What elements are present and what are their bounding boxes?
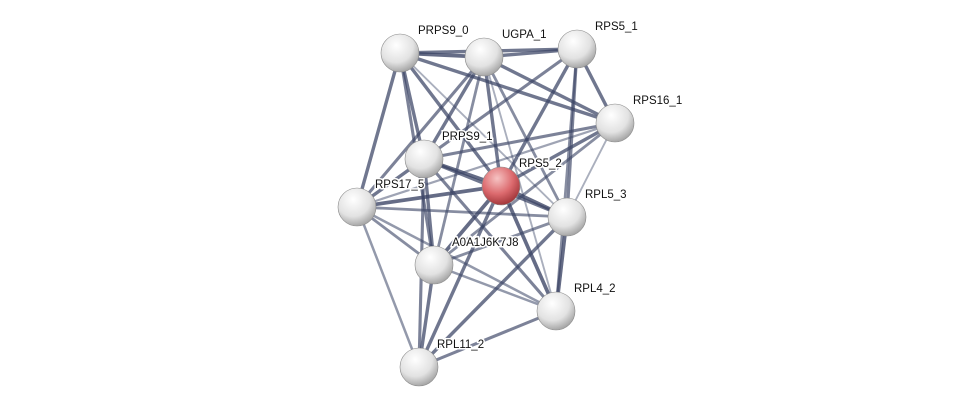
edge-PRPS9_1-RPL4_2[interactable] bbox=[422, 157, 558, 313]
edge-UGPA_1-RPS17_5[interactable] bbox=[355, 55, 486, 209]
edge-RPS17_5-RPL5_3[interactable] bbox=[356, 205, 568, 219]
node-label: UGPA_1 bbox=[502, 29, 547, 41]
node-sphere[interactable] bbox=[399, 347, 439, 387]
edge-RPS16_1-PRPS9_1[interactable] bbox=[423, 121, 616, 161]
node-label: RPS16_1 bbox=[633, 95, 682, 107]
node-RPL5_3[interactable]: RPL5_3 bbox=[547, 188, 628, 237]
node-sphere[interactable] bbox=[380, 33, 420, 73]
node-sphere[interactable] bbox=[547, 197, 587, 237]
node-label: RPL5_3 bbox=[585, 189, 627, 201]
edge-PRPS9_0-RPL5_3[interactable] bbox=[399, 52, 568, 218]
edge-RPS16_1-RPS17_5[interactable] bbox=[356, 121, 616, 209]
node-label: PRPS9_1 bbox=[442, 131, 493, 143]
edge-RPS5_2-RPL11_2[interactable] bbox=[417, 185, 503, 368]
node-RPS16_1[interactable]: RPS16_1 bbox=[595, 94, 684, 143]
node-layer: PRPS9_0 UGPA_1 RPS5_1RPS16_1PRPS9_1RPS5_2R… bbox=[337, 20, 684, 387]
node-RPL4_2[interactable]: RPL4_2 bbox=[536, 282, 617, 331]
edge-RPS5_2-RPS17_5[interactable] bbox=[356, 184, 502, 209]
edge-RPS16_1-A0A1J6K7J8[interactable] bbox=[433, 121, 616, 267]
edge-PRPS9_0-RPS17_5[interactable] bbox=[355, 52, 402, 208]
edge-RPS17_5-RPL11_2[interactable] bbox=[355, 206, 421, 368]
node-sphere[interactable] bbox=[481, 166, 521, 206]
edge-RPS5_1-RPS5_2[interactable] bbox=[499, 48, 579, 187]
edge-PRPS9_0-RPS5_2[interactable] bbox=[398, 51, 503, 188]
edge-RPS5_2-RPL4_2[interactable] bbox=[499, 185, 558, 312]
node-label: RPS5_2 bbox=[519, 158, 562, 170]
node-PRPS9_1[interactable]: PRPS9_1 bbox=[404, 130, 494, 179]
node-RPS5_2[interactable]: RPS5_2 bbox=[481, 157, 563, 206]
node-sphere[interactable] bbox=[557, 29, 597, 69]
edge-RPS16_1-RPS5_2[interactable] bbox=[500, 121, 616, 188]
node-A0A1J6K7J8[interactable]: A0A1J6K7J8 bbox=[414, 236, 520, 285]
edge-RPL5_3-A0A1J6K7J8[interactable] bbox=[433, 215, 568, 267]
node-sphere[interactable] bbox=[404, 139, 444, 179]
node-RPL11_2[interactable]: RPL11_2 bbox=[399, 338, 486, 387]
edge-A0A1J6K7J8-RPL4_2[interactable] bbox=[433, 263, 557, 313]
node-label: A0A1J6K7J8 bbox=[452, 237, 519, 249]
edge-UGPA_1-A0A1J6K7J8[interactable] bbox=[432, 56, 486, 266]
node-sphere[interactable] bbox=[464, 37, 504, 77]
node-sphere[interactable] bbox=[414, 245, 454, 285]
node-sphere[interactable] bbox=[536, 291, 576, 331]
node-label: RPL4_2 bbox=[574, 283, 616, 295]
node-label: RPL11_2 bbox=[437, 339, 484, 351]
edge-UGPA_1-RPL5_3[interactable] bbox=[482, 56, 569, 218]
edge-RPL4_2-RPL11_2[interactable] bbox=[418, 309, 557, 369]
node-RPS5_1[interactable]: RPS5_1 bbox=[557, 20, 639, 69]
edge-UGPA_1-PRPS9_1[interactable] bbox=[422, 56, 486, 160]
node-label: RPS5_1 bbox=[595, 21, 638, 33]
node-sphere[interactable] bbox=[337, 187, 377, 227]
node-RPS17_5[interactable]: RPS17_5 bbox=[337, 178, 426, 227]
edge-UGPA_1-RPS5_2[interactable] bbox=[482, 56, 503, 187]
edge-RPS17_5-RPL4_2[interactable] bbox=[356, 205, 557, 313]
node-sphere[interactable] bbox=[595, 103, 635, 143]
node-UGPA_1[interactable]: UGPA_1 bbox=[464, 28, 548, 77]
node-PRPS9_0[interactable]: PRPS9_0 bbox=[380, 24, 470, 73]
edge-UGPA_1-RPS16_1[interactable] bbox=[483, 55, 616, 125]
node-label: RPS17_5 bbox=[375, 179, 424, 191]
edge-PRPS9_0-RPS16_1[interactable] bbox=[399, 51, 616, 125]
node-label: PRPS9_0 bbox=[418, 25, 469, 37]
edge-RPS5_1-PRPS9_1[interactable] bbox=[423, 47, 578, 161]
edge-RPL5_3-RPL11_2[interactable] bbox=[417, 215, 569, 369]
